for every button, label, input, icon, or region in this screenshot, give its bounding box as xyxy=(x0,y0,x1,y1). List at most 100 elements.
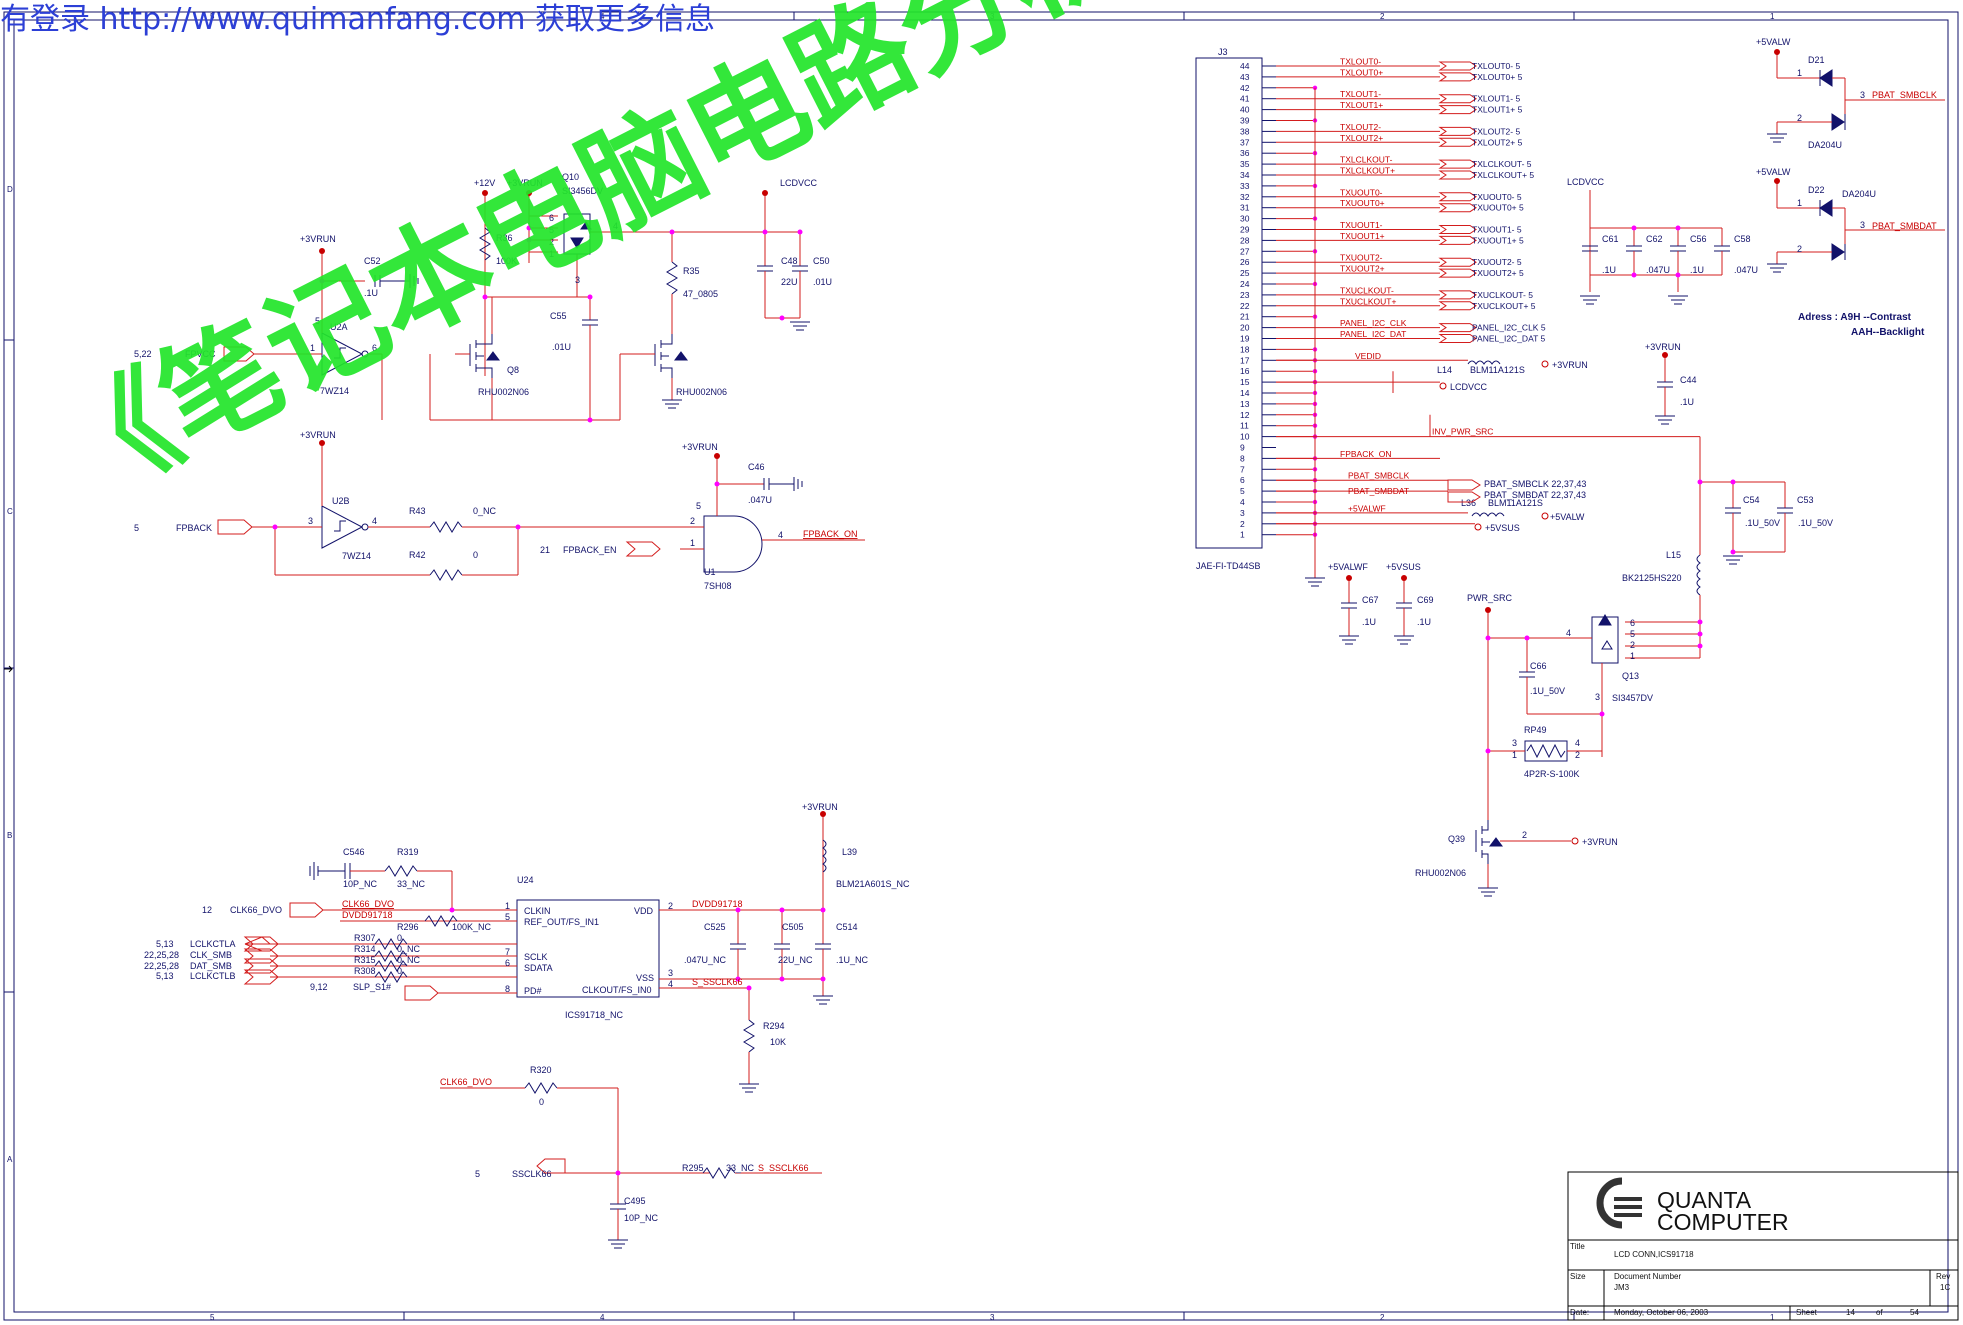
j3-port-label: TXLOUT1+ 5 xyxy=(1472,105,1523,115)
fpback-en-net: FPBACK_EN xyxy=(563,545,617,555)
j3-pin-number: 24 xyxy=(1240,279,1250,289)
j3-port-flag xyxy=(1438,268,1477,278)
j3-port-label: TXUOUT1- 5 xyxy=(1472,225,1522,235)
j3-pin-number: 20 xyxy=(1240,323,1250,333)
c505-value: 22U_NC xyxy=(778,955,813,965)
j3-wire-label: TXUOUT2+ xyxy=(1340,264,1385,274)
u2b-ref: U2B xyxy=(332,496,350,506)
power-label: +5VALWF xyxy=(1328,562,1368,572)
j3-wire-label: FPBACK_ON xyxy=(1340,449,1392,459)
title-label: Title xyxy=(1570,1242,1585,1251)
r319-ref: R319 xyxy=(397,847,419,857)
r35-ref: R35 xyxy=(683,266,700,276)
pin: 3 xyxy=(308,516,313,526)
r320-ref: R320 xyxy=(530,1065,552,1075)
u1-part: 7SH08 xyxy=(704,581,732,591)
pin: 3 xyxy=(1512,738,1517,748)
j3-pin-number: 15 xyxy=(1240,377,1250,387)
u24-pin-name: REF_OUT/FS_IN1 xyxy=(524,917,599,927)
clk66-wire-label: CLK66_DVO xyxy=(342,899,394,909)
address-note-line1: Adress : A9H --Contrast xyxy=(1798,312,1912,323)
pin: 5 xyxy=(696,501,701,511)
r296-value: 100K_NC xyxy=(452,922,492,932)
power-label: +3VRUN xyxy=(802,802,838,812)
pin: 3 xyxy=(575,275,580,285)
r319-value: 33_NC xyxy=(397,879,426,889)
clk-in-value: 0 xyxy=(397,933,402,943)
j3-pin-number: 37 xyxy=(1240,137,1250,147)
j3-wire-label: PANEL_I2C_DAT xyxy=(1340,329,1406,339)
u24-pin-num: 3 xyxy=(668,968,673,978)
fpvcc-sheet-ref: 5,22 xyxy=(134,349,152,359)
pin: 4 xyxy=(1566,628,1571,638)
clk-in-net: LCLKCTLB xyxy=(190,971,236,981)
rev-value: 1C xyxy=(1940,1283,1950,1292)
pin: 1 xyxy=(310,343,315,353)
j3-pin-number: 38 xyxy=(1240,126,1250,136)
j3-pin-number: 32 xyxy=(1240,192,1250,202)
r42-value: 0 xyxy=(473,550,478,560)
u24-pin-num: 1 xyxy=(505,901,510,911)
c58-value: .047U xyxy=(1734,265,1758,275)
j3-pin-number: 18 xyxy=(1240,344,1250,354)
c67-value: .1U xyxy=(1362,617,1376,627)
pin: 3 xyxy=(1860,90,1865,100)
l14-part: BLM11A121S xyxy=(1470,365,1525,375)
clk-in-ref: R315 xyxy=(354,955,376,965)
u24-pin-num: 5 xyxy=(505,912,510,922)
c66-value: .1U_50V xyxy=(1530,686,1565,696)
j3-port-flag xyxy=(1438,137,1477,147)
c546-value: 10P_NC xyxy=(343,879,378,889)
pin: 1 xyxy=(1797,68,1802,78)
clk-in-ref: R314 xyxy=(354,944,376,954)
j3-wire-label: TXUOUT1- xyxy=(1340,220,1383,230)
smb-port: PBAT_SMBDAT 22,37,43 xyxy=(1484,490,1586,500)
c69-ref: C69 xyxy=(1417,595,1434,605)
col-label: 1 xyxy=(1770,12,1775,21)
power-label: LCDVCC xyxy=(1567,177,1605,187)
row-label: D xyxy=(7,185,13,194)
q8-ref: Q8 xyxy=(507,365,519,375)
j3-port-flag xyxy=(1438,334,1477,343)
clk66-net: CLK66_DVO xyxy=(230,905,282,915)
l36-part: BLM11A121S xyxy=(1488,498,1543,508)
col-label: 5 xyxy=(210,1313,215,1322)
r320-value: 0 xyxy=(539,1097,544,1107)
clk-in-net: DAT_SMB xyxy=(190,961,232,971)
j3-pin-number: 3 xyxy=(1240,508,1245,518)
j3-wire-label: TXLOUT2+ xyxy=(1340,133,1383,143)
u24-pin-num: 4 xyxy=(668,979,673,989)
j3-port-flag xyxy=(1438,301,1477,311)
pin: 6 xyxy=(1630,618,1635,628)
pin: 5 xyxy=(315,316,320,326)
row-label: A xyxy=(7,1155,13,1164)
j3-pin-number: 44 xyxy=(1240,61,1250,71)
q10-ref: Q10 xyxy=(562,172,579,182)
docnum-label: Document Number xyxy=(1614,1272,1681,1281)
l39-ref: L39 xyxy=(842,847,857,857)
power-label: +3VRUN xyxy=(300,430,336,440)
j3-pin-number: 7 xyxy=(1240,464,1245,474)
dvdd-wire-label: DVDD91718 xyxy=(342,910,393,920)
pin: 3 xyxy=(1860,220,1865,230)
j3-wire-label: TXLOUT0+ xyxy=(1340,67,1383,77)
j3-pin-number: 19 xyxy=(1240,334,1250,344)
pin: 5 xyxy=(1630,629,1635,639)
row-label: B xyxy=(7,831,12,840)
q13-part: SI3457DV xyxy=(1612,693,1653,703)
c56-ref: C56 xyxy=(1690,234,1707,244)
c61-ref: C61 xyxy=(1602,234,1619,244)
j3-wire-label: TXUOUT2- xyxy=(1340,253,1383,263)
clk-in-sheet: 22,25,28 xyxy=(144,961,179,971)
pin: 2 xyxy=(1797,244,1802,254)
q8-part: RHU002N06 xyxy=(478,387,529,397)
q39-ref: Q39 xyxy=(1448,834,1465,844)
q10-part: SI3456DV xyxy=(562,186,603,196)
j3-port-label: TXLCLKOUT- 5 xyxy=(1472,159,1532,169)
j3-wire-label: TXLOUT0- xyxy=(1340,57,1381,67)
pin: 2 xyxy=(1522,830,1527,840)
fpback-on-net: FPBACK_ON xyxy=(803,529,858,539)
j3-pin-number: 28 xyxy=(1240,235,1250,245)
r296-ref: R296 xyxy=(397,922,419,932)
j3-port-label: TXUOUT2- 5 xyxy=(1472,257,1522,267)
